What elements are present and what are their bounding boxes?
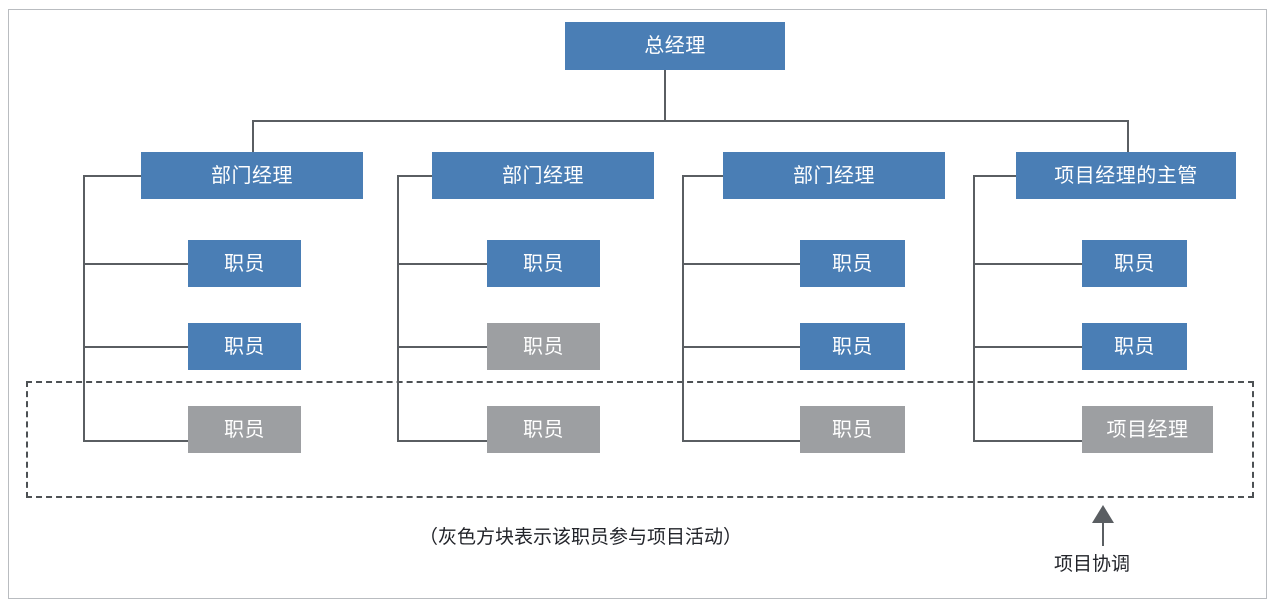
node-col3-member-2-label: 职员 bbox=[832, 335, 873, 358]
legend-caption: （灰色方块表示该职员参与项目活动） bbox=[419, 527, 743, 548]
node-col2-manager[interactable]: 部门经理 bbox=[432, 152, 654, 199]
connector-drop-col1 bbox=[252, 120, 254, 153]
connector-branch-col1-manager bbox=[83, 175, 143, 177]
connector-spine-col2 bbox=[397, 175, 399, 441]
node-col3-manager[interactable]: 部门经理 bbox=[723, 152, 945, 199]
node-col3-member-1-label: 职员 bbox=[832, 252, 873, 275]
connector-branch-col4-member3 bbox=[973, 440, 1085, 442]
annotation-project-coordination: 项目协调 bbox=[1054, 554, 1131, 575]
node-col2-member-2[interactable]: 职员 bbox=[487, 323, 600, 370]
connector-spine-col3 bbox=[682, 175, 684, 441]
connector-drop-col4 bbox=[1127, 120, 1129, 153]
node-col3-member-1[interactable]: 职员 bbox=[800, 240, 905, 287]
node-col2-member-1[interactable]: 职员 bbox=[487, 240, 600, 287]
node-col4-member-2[interactable]: 职员 bbox=[1082, 323, 1187, 370]
node-col4-member-1-label: 职员 bbox=[1114, 252, 1155, 275]
connector-spine-col1 bbox=[83, 175, 85, 441]
connector-top-stem bbox=[664, 70, 666, 121]
connector-branch-col3-member2 bbox=[682, 346, 802, 348]
outer-frame bbox=[8, 9, 1267, 599]
annotation-arrow-shaft bbox=[1102, 523, 1104, 546]
node-col1-manager-label: 部门经理 bbox=[211, 164, 293, 187]
node-col2-member-3[interactable]: 职员 bbox=[487, 406, 600, 453]
connector-branch-col2-member3 bbox=[397, 440, 487, 442]
node-col3-member-3[interactable]: 职员 bbox=[800, 406, 905, 453]
connector-branch-col4-manager bbox=[973, 175, 1018, 177]
connector-branch-col3-member3 bbox=[682, 440, 802, 442]
connector-branch-col3-member1 bbox=[682, 263, 802, 265]
node-col3-member-2[interactable]: 职员 bbox=[800, 323, 905, 370]
node-col1-member-1-label: 职员 bbox=[224, 252, 265, 275]
node-col2-manager-label: 部门经理 bbox=[502, 164, 584, 187]
node-col4-member-3[interactable]: 项目经理 bbox=[1082, 406, 1213, 453]
node-col4-member-3-label: 项目经理 bbox=[1106, 418, 1189, 441]
node-col4-manager[interactable]: 项目经理的主管 bbox=[1016, 152, 1236, 199]
node-general-manager[interactable]: 总经理 bbox=[565, 22, 785, 70]
node-col1-member-1[interactable]: 职员 bbox=[188, 240, 301, 287]
node-col2-member-2-label: 职员 bbox=[523, 335, 564, 358]
connector-branch-col2-manager bbox=[397, 175, 435, 177]
connector-branch-col1-member3 bbox=[83, 440, 188, 442]
connector-branch-col1-member2 bbox=[83, 346, 188, 348]
connector-branch-col4-member2 bbox=[973, 346, 1085, 348]
connector-branch-col3-manager bbox=[682, 175, 725, 177]
node-col4-manager-label: 项目经理的主管 bbox=[1054, 164, 1198, 187]
connector-branch-col2-member1 bbox=[397, 263, 487, 265]
node-col3-member-3-label: 职员 bbox=[832, 418, 873, 441]
node-col4-member-2-label: 职员 bbox=[1114, 335, 1155, 358]
project-coordination-boundary bbox=[26, 381, 1254, 498]
node-col4-member-1[interactable]: 职员 bbox=[1082, 240, 1187, 287]
connector-top-bus bbox=[252, 120, 1129, 122]
node-col1-manager[interactable]: 部门经理 bbox=[141, 152, 363, 199]
connector-branch-col2-member2 bbox=[397, 346, 487, 348]
annotation-arrow-head-icon bbox=[1092, 505, 1114, 523]
connector-branch-col1-member1 bbox=[83, 263, 188, 265]
connector-spine-col4 bbox=[973, 175, 975, 441]
node-col2-member-3-label: 职员 bbox=[523, 418, 564, 441]
node-col1-member-2-label: 职员 bbox=[224, 335, 265, 358]
node-col3-manager-label: 部门经理 bbox=[793, 164, 875, 187]
node-col1-member-3-label: 职员 bbox=[224, 418, 265, 441]
node-col1-member-2[interactable]: 职员 bbox=[188, 323, 301, 370]
node-col1-member-3[interactable]: 职员 bbox=[188, 406, 301, 453]
connector-branch-col4-member1 bbox=[973, 263, 1085, 265]
node-general-manager-label: 总经理 bbox=[644, 35, 706, 57]
node-col2-member-1-label: 职员 bbox=[523, 252, 564, 275]
